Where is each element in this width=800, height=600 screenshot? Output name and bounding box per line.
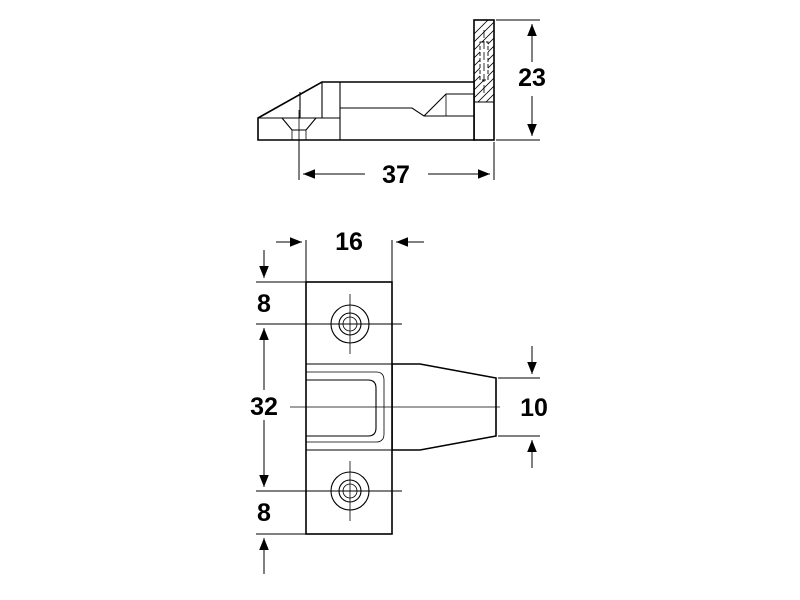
side-view: 23 37 [257,19,546,189]
side-body [257,81,475,141]
dim-side-height: 23 [518,64,546,92]
dim-hole-spacing: 32 [250,393,278,421]
dim-side-length: 37 [382,161,410,189]
front-plate [305,281,393,535]
dim-tongue-width: 10 [520,394,548,422]
dim-bottom-margin: 8 [257,499,271,527]
dim-top-margin: 8 [257,290,271,318]
dim-front-width: 16 [335,228,363,256]
front-view: 16 8 32 8 10 [250,228,548,574]
